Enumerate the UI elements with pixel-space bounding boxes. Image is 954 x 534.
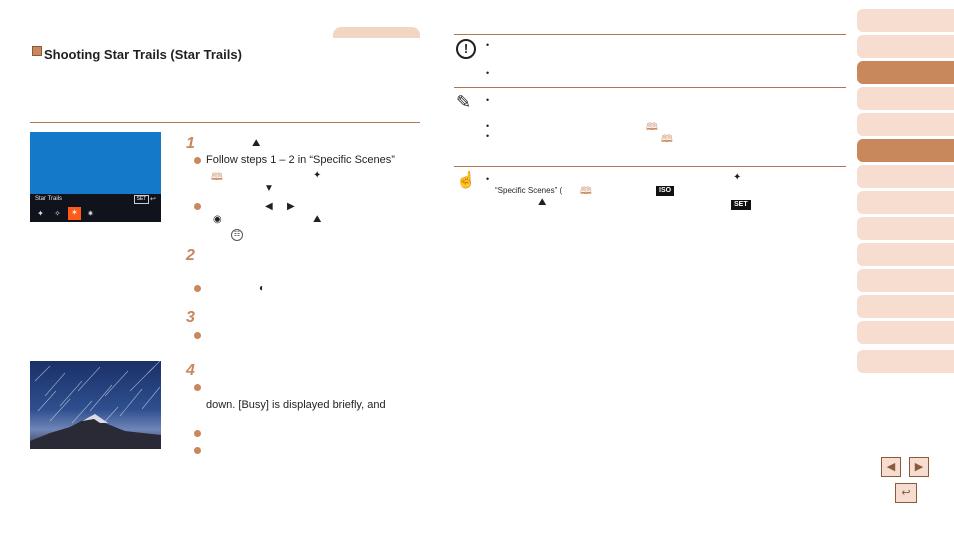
mode-menu-bar bbox=[30, 194, 161, 222]
side-nav-tab[interactable] bbox=[857, 87, 954, 110]
side-nav-tab[interactable] bbox=[857, 217, 954, 240]
set-icon: SET bbox=[731, 200, 751, 210]
bullet-dot bbox=[194, 203, 201, 210]
book-icon: 🕮 bbox=[211, 172, 223, 183]
book-icon: 🕮 bbox=[646, 122, 658, 133]
side-nav-tab[interactable] bbox=[857, 35, 954, 58]
book-icon: 🕮 bbox=[661, 134, 673, 145]
pencil-icon: ✎ bbox=[456, 92, 472, 112]
side-nav-tab[interactable] bbox=[857, 9, 954, 32]
side-nav-tab-active[interactable] bbox=[857, 61, 954, 84]
star-trails-image bbox=[30, 361, 161, 449]
side-nav-tab[interactable] bbox=[857, 113, 954, 136]
step-number-2: 2 bbox=[186, 247, 195, 264]
mode-label: Star Trails bbox=[35, 196, 63, 202]
bullet-dot bbox=[194, 332, 201, 339]
side-nav-tab[interactable] bbox=[857, 350, 954, 373]
star-trails-photo bbox=[30, 361, 161, 449]
star-trails-icon: ⛰ bbox=[252, 138, 261, 149]
bullet-glyph: • bbox=[486, 95, 490, 105]
bullet-dot bbox=[194, 430, 201, 437]
page-header-tab bbox=[333, 27, 420, 38]
star-portrait-icon: ✦ bbox=[313, 170, 322, 181]
bullet-glyph: • bbox=[486, 121, 490, 131]
right-top-rule bbox=[454, 34, 846, 35]
focus-icon: ◐ bbox=[259, 283, 266, 294]
bullet-glyph: • bbox=[486, 131, 490, 141]
side-nav-tab[interactable] bbox=[857, 295, 954, 318]
section-title: Shooting Star Trails (Star Trails) bbox=[44, 47, 242, 62]
section-divider bbox=[30, 122, 420, 123]
prev-page-button[interactable]: ◀ bbox=[881, 457, 901, 477]
section-marker-icon bbox=[32, 46, 42, 56]
left-arrow-icon: ◀ bbox=[265, 201, 273, 212]
book-icon: 🕮 bbox=[580, 186, 592, 197]
back-button[interactable]: ↩ bbox=[895, 483, 917, 503]
func-set-icon: ☷ bbox=[231, 229, 243, 241]
right-rule-2 bbox=[454, 87, 846, 88]
bullet-dot bbox=[194, 447, 201, 454]
dial-icon: ◉ bbox=[213, 214, 222, 225]
right-arrow-icon: ▶ bbox=[287, 201, 295, 212]
hand-pointer-icon: ☝ bbox=[456, 172, 476, 189]
side-nav-tab[interactable] bbox=[857, 191, 954, 214]
star-trails-icon: ⛰ bbox=[538, 197, 547, 208]
specific-scenes-text: “Specific Scenes” ( bbox=[495, 186, 563, 195]
bullet-dot bbox=[194, 157, 201, 164]
return-icon: ↩ bbox=[150, 196, 156, 203]
down-arrow-icon: ▼ bbox=[264, 183, 274, 194]
iso-icon: ISO bbox=[656, 186, 675, 196]
side-nav-tab[interactable] bbox=[857, 269, 954, 292]
star-trails-icon: ✶ bbox=[68, 207, 81, 220]
bullet-dot bbox=[194, 384, 201, 391]
star-nightscape-icon: ✧ bbox=[54, 209, 61, 218]
star-timelapse-icon: ✷ bbox=[87, 209, 94, 218]
side-nav-tab[interactable] bbox=[857, 243, 954, 266]
step-4-bullet-text: down. [Busy] is displayed briefly, and bbox=[206, 399, 386, 411]
bullet-dot bbox=[194, 285, 201, 292]
step-1-bullet-1-text: Follow steps 1 – 2 in “Specific Scenes” bbox=[206, 154, 395, 166]
bullet-glyph: • bbox=[486, 40, 490, 50]
bullet-glyph: • bbox=[486, 68, 490, 78]
side-nav-tab[interactable] bbox=[857, 321, 954, 344]
step-number-4: 4 bbox=[186, 362, 195, 379]
step-number-1: 1 bbox=[186, 135, 195, 152]
set-icon: SET bbox=[134, 195, 149, 204]
side-nav-tab-active[interactable] bbox=[857, 139, 954, 162]
next-page-button[interactable]: ▶ bbox=[909, 457, 929, 477]
star-portrait-icon: ✦ bbox=[733, 172, 742, 183]
right-rule-3 bbox=[454, 166, 846, 167]
step-number-3: 3 bbox=[186, 309, 195, 326]
star-portrait-icon: ✦ bbox=[37, 209, 44, 218]
side-nav-tab[interactable] bbox=[857, 165, 954, 188]
star-trails-icon: ⛰ bbox=[313, 214, 322, 225]
camera-screen-preview: Star Trails SET ↩ ✦ ✧ ✶ ✷ bbox=[30, 132, 161, 222]
bullet-glyph: • bbox=[486, 174, 490, 184]
caution-icon: ! bbox=[456, 39, 476, 59]
